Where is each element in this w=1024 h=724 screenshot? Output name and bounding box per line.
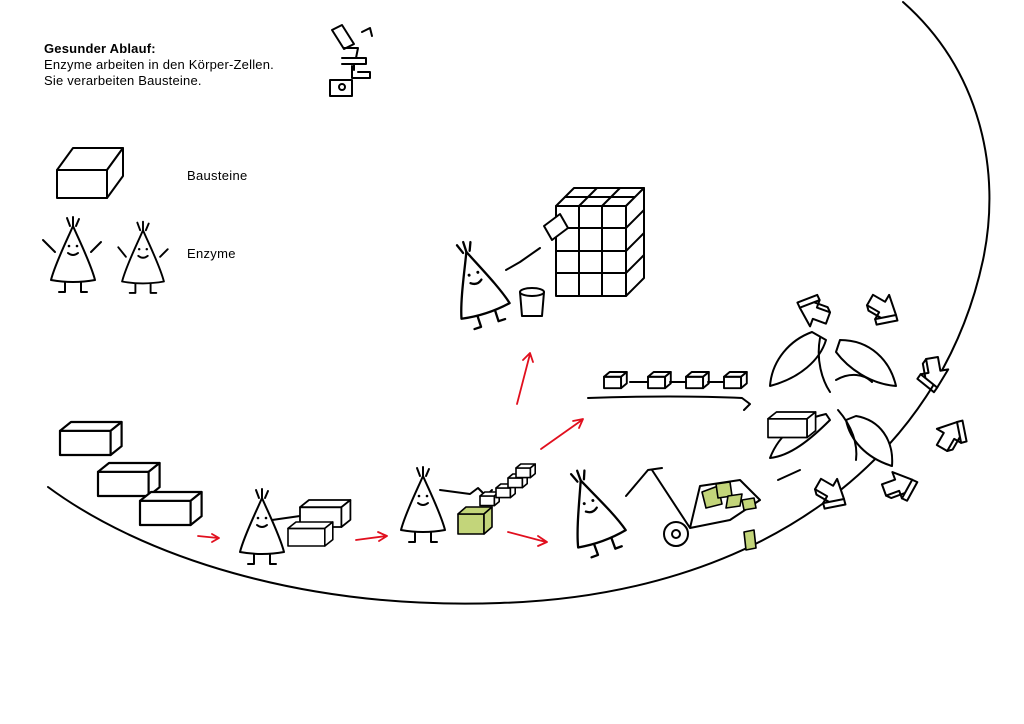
recycler-icon [767, 331, 897, 481]
intro-line-1: Enzyme arbeiten in den Körper-Zellen. [44, 57, 274, 72]
cell-membrane-curve [47, 1, 991, 605]
legend-enzyme-icon [42, 216, 169, 294]
block-chain [587, 371, 751, 411]
enzyme-with-cart [552, 460, 761, 562]
enzyme-building-tower [437, 187, 645, 334]
intro-line-2: Sie verarbeiten Bausteine. [44, 73, 202, 88]
arrow-icon [790, 286, 976, 518]
bucket [519, 287, 545, 317]
intro-text: Gesunder Ablauf: Enzyme arbeiten in den … [44, 41, 274, 89]
process-arrows [197, 352, 584, 547]
legend-label-enzymes: Enzyme [187, 246, 236, 261]
intro-title: Gesunder Ablauf: [44, 41, 156, 56]
microscope-icon [329, 24, 373, 97]
block-tower [543, 187, 645, 297]
enzyme-splitting-blocks [400, 463, 537, 543]
legend-label-blocks: Bausteine [187, 168, 248, 183]
enzyme-joining-blocks [239, 488, 352, 565]
legend-block-icon [56, 147, 124, 199]
